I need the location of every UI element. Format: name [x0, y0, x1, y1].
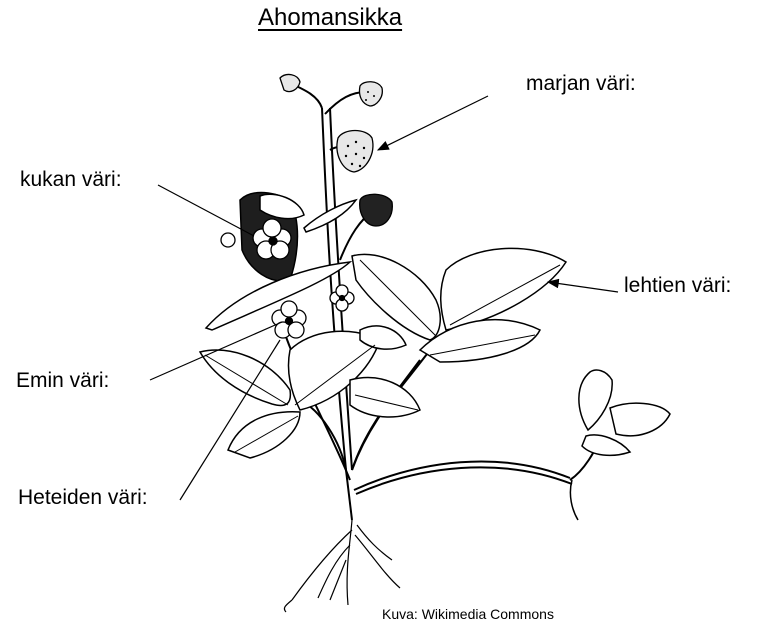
flower-bud: [221, 233, 235, 247]
berry-pointer: [378, 96, 488, 150]
left-leaves: [200, 326, 420, 458]
bud-top: [280, 75, 300, 92]
flower-small: [330, 285, 354, 311]
leaf-pointer: [548, 282, 618, 292]
berry-top: [359, 82, 382, 106]
runner-plantlet: [570, 370, 670, 520]
stems: [280, 84, 600, 520]
flower-pointer: [158, 185, 254, 236]
berry-large: [337, 131, 373, 173]
flower-lower: [272, 301, 306, 338]
berry-right: [360, 194, 393, 226]
roots: [284, 520, 400, 612]
